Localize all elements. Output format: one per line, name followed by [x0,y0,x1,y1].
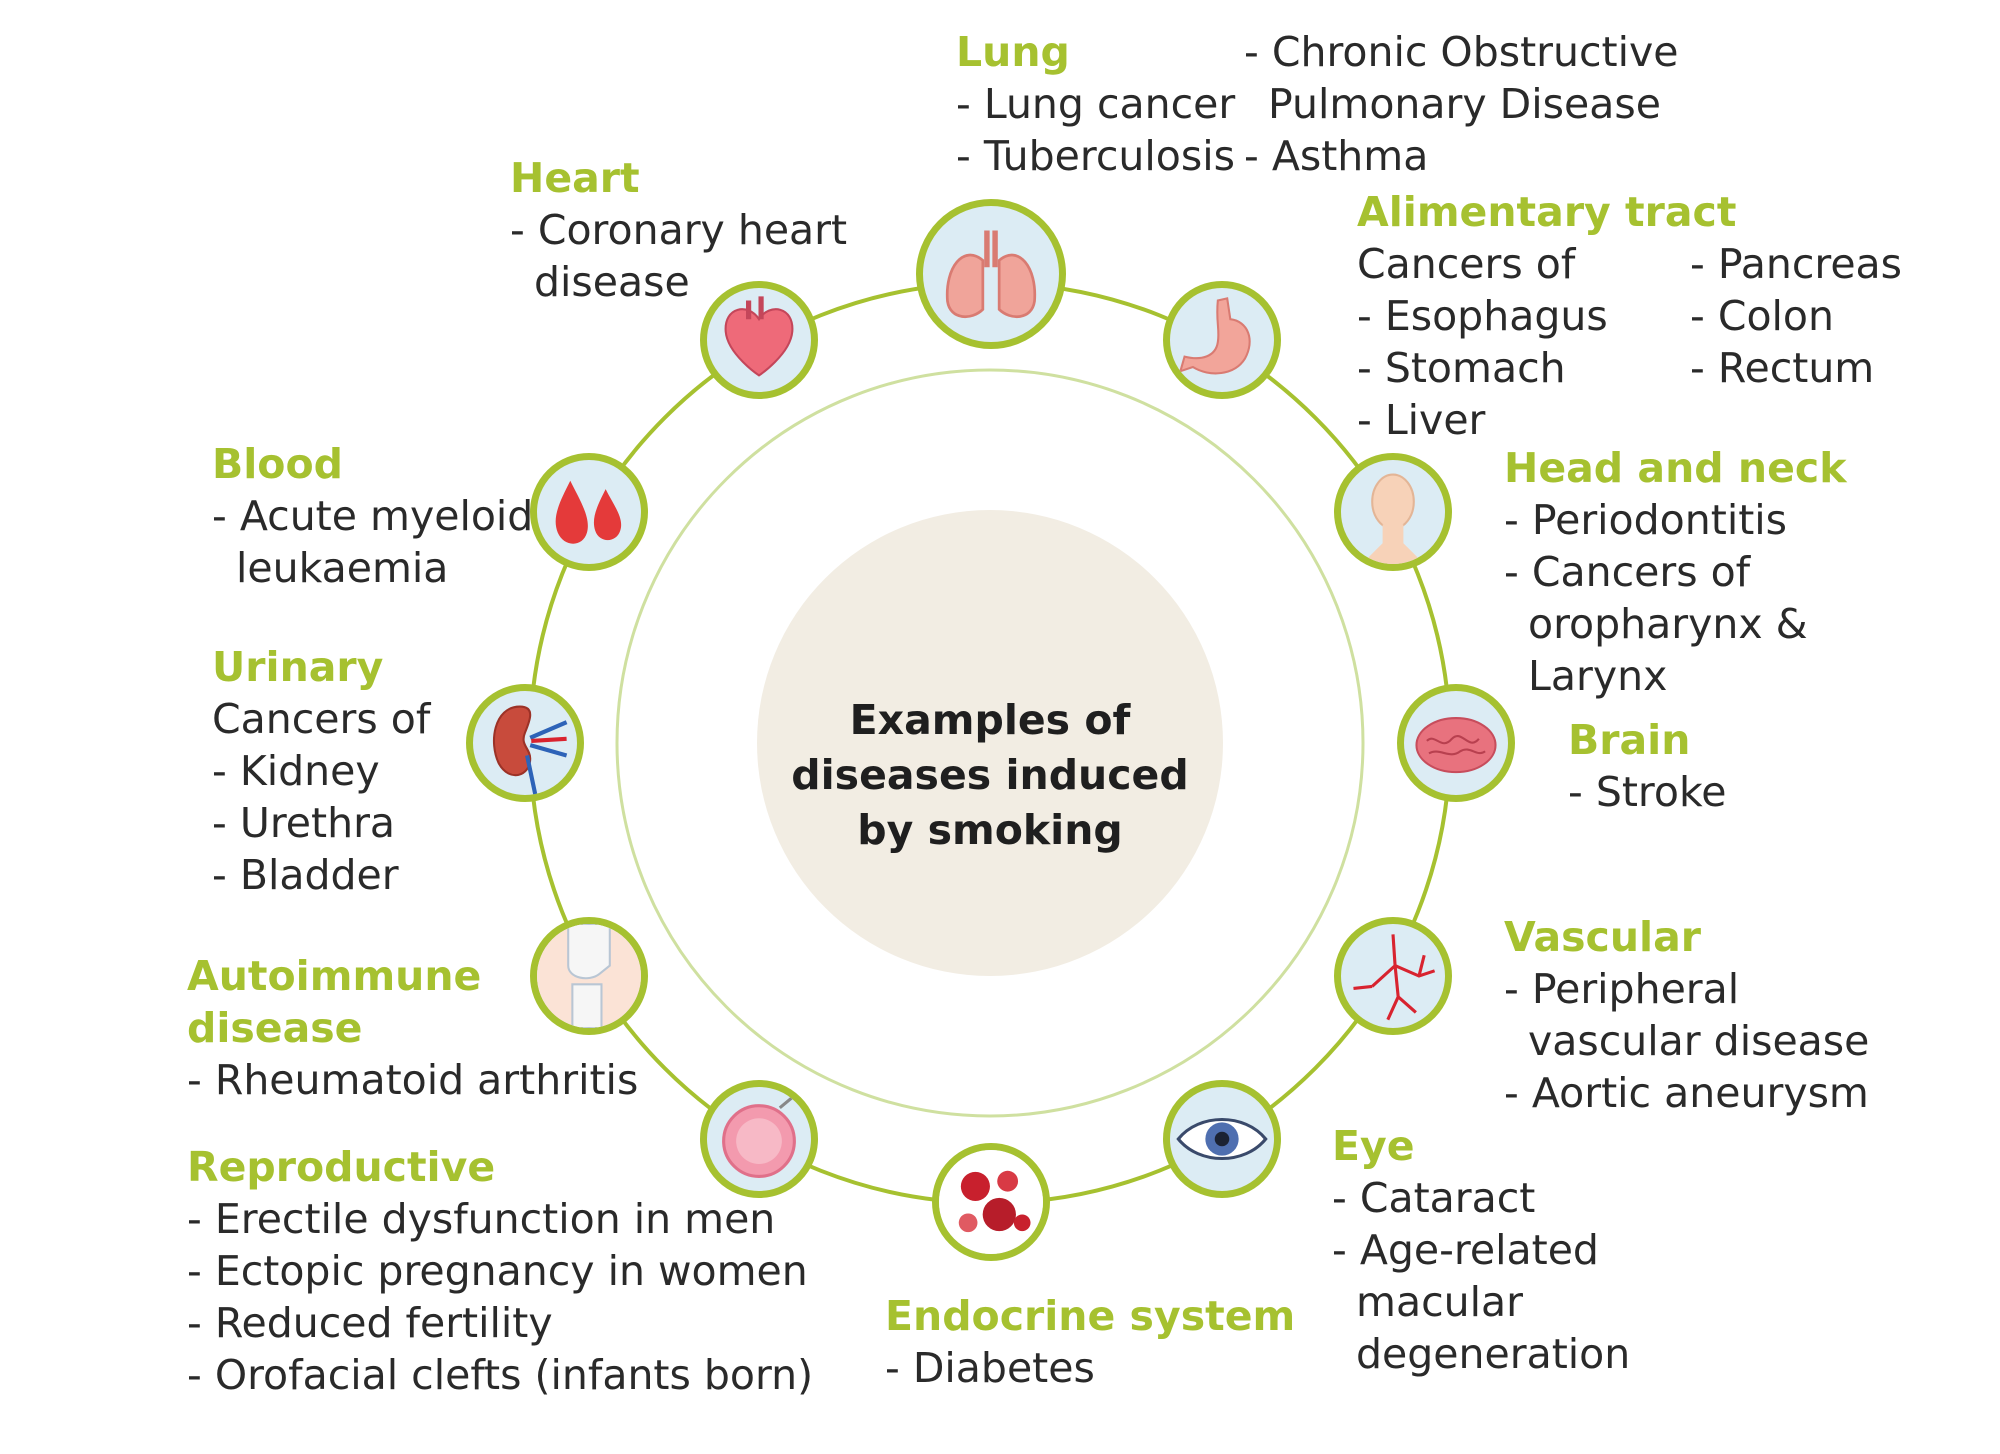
group-endocrine: Endocrine system - Diabetes [885,1290,1295,1394]
heart-icon [700,281,818,399]
group-lung: Lung - Lung cancer - Tuberculosis [956,26,1235,182]
stomach-icon [1163,281,1281,399]
vascular-item-1: - Peripheral [1504,965,1740,1013]
blood-item-1: - Acute myeloid [212,492,534,540]
urinary-item-1: Cancers of [212,695,431,743]
eye-item-1: - Cataract [1332,1174,1536,1222]
blood-cells-icon [932,1143,1050,1261]
alimentary-item-7: - Rectum [1690,344,1875,392]
lung-item-2: - Tuberculosis [956,132,1235,180]
brain-icon [1397,684,1515,802]
reproductive-title: Reproductive [187,1143,496,1191]
reproductive-item-4: - Orofacial clefts (infants born) [187,1351,814,1399]
lungs-icon [916,199,1066,349]
urinary-item-4: - Bladder [212,851,399,899]
endocrine-item-1: - Diabetes [885,1344,1095,1392]
group-blood: Blood - Acute myeloid leukaemia [212,438,533,594]
reproductive-item-3: - Reduced fertility [187,1299,553,1347]
heart-title: Heart [510,154,640,202]
head-neck-item-1: - Periodontitis [1504,496,1788,544]
center-title: Examples of diseases induced by smoking [791,695,1189,854]
group-eye: Eye - Cataract - Age-related macular deg… [1332,1120,1630,1380]
vascular-title: Vascular [1504,913,1701,961]
autoimmune-title-1: Autoimmune [187,952,482,1000]
alimentary-title: Alimentary tract [1357,188,1737,236]
head-neck-title: Head and neck [1504,444,1847,492]
group-reproductive: Reproductive - Erectile dysfunction in m… [187,1141,813,1401]
eye-item-2: - Age-related [1332,1226,1599,1274]
eye-item-2-cont-2: degeneration [1356,1330,1631,1378]
eye-icon [1163,1080,1281,1198]
blood-drops-icon [530,453,648,571]
reproductive-item-1: - Erectile dysfunction in men [187,1195,776,1243]
alimentary-item-4: - Liver [1357,396,1486,444]
head-neck-item-2: - Cancers of [1504,548,1751,596]
brain-title: Brain [1568,716,1691,764]
blood-item-1-cont: leukaemia [236,544,449,592]
group-heart: Heart - Coronary heart disease [510,152,847,308]
lung-title: Lung [956,28,1070,76]
autoimmune-item-1: - Rheumatoid arthritis [187,1056,639,1104]
knee-joint-icon [530,917,648,1035]
group-urinary: Urinary Cancers of - Kidney - Urethra - … [212,641,430,901]
group-brain: Brain - Stroke [1568,714,1726,818]
lung-item-3: - Chronic Obstructive [1244,28,1679,76]
brain-item-1: - Stroke [1568,768,1727,816]
autoimmune-title-2: disease [187,1004,363,1052]
head-neck-item-2-cont-1: oropharynx & [1528,600,1808,648]
alimentary-item-5: - Pancreas [1690,240,1903,288]
endocrine-title: Endocrine system [885,1292,1296,1340]
urinary-item-2: - Kidney [212,747,380,795]
lung-item-3-cont: Pulmonary Disease [1268,80,1661,128]
eye-title: Eye [1332,1122,1415,1170]
group-lung-col2: - Chronic Obstructive Pulmonary Disease … [1244,26,1679,182]
egg-cell-icon [700,1080,818,1198]
heart-item-1: - Coronary heart [510,206,848,254]
heart-item-1-cont: disease [534,258,690,306]
alimentary-item-1: Cancers of [1357,240,1576,288]
inner-ring [615,368,1365,1118]
group-alimentary: Alimentary tract Cancers of - Esophagus … [1357,186,1736,446]
blood-title: Blood [212,440,343,488]
vascular-item-1-cont: vascular disease [1528,1017,1870,1065]
reproductive-item-2: - Ectopic pregnancy in women [187,1247,808,1295]
eye-item-2-cont-1: macular [1356,1278,1523,1326]
head-neck-item-2-cont-2: Larynx [1528,652,1668,700]
group-autoimmune: Autoimmune disease - Rheumatoid arthriti… [187,950,638,1106]
lung-item-4: - Asthma [1244,132,1429,180]
blood-vessels-icon [1334,917,1452,1035]
head-icon [1334,453,1452,571]
urinary-item-3: - Urethra [212,799,396,847]
alimentary-item-3: - Stomach [1357,344,1566,392]
alimentary-item-6: - Colon [1690,292,1835,340]
alimentary-item-2: - Esophagus [1357,292,1608,340]
urinary-title: Urinary [212,643,384,691]
group-vascular: Vascular - Peripheral vascular disease -… [1504,911,1869,1119]
lung-item-1: - Lung cancer [956,80,1236,128]
group-alimentary-col2: - Pancreas - Colon - Rectum [1690,238,1902,394]
kidney-icon [466,684,584,802]
group-head-neck: Head and neck - Periodontitis - Cancers … [1504,442,1846,702]
center-disc [757,510,1223,976]
vascular-item-2: - Aortic aneurysm [1504,1069,1869,1117]
